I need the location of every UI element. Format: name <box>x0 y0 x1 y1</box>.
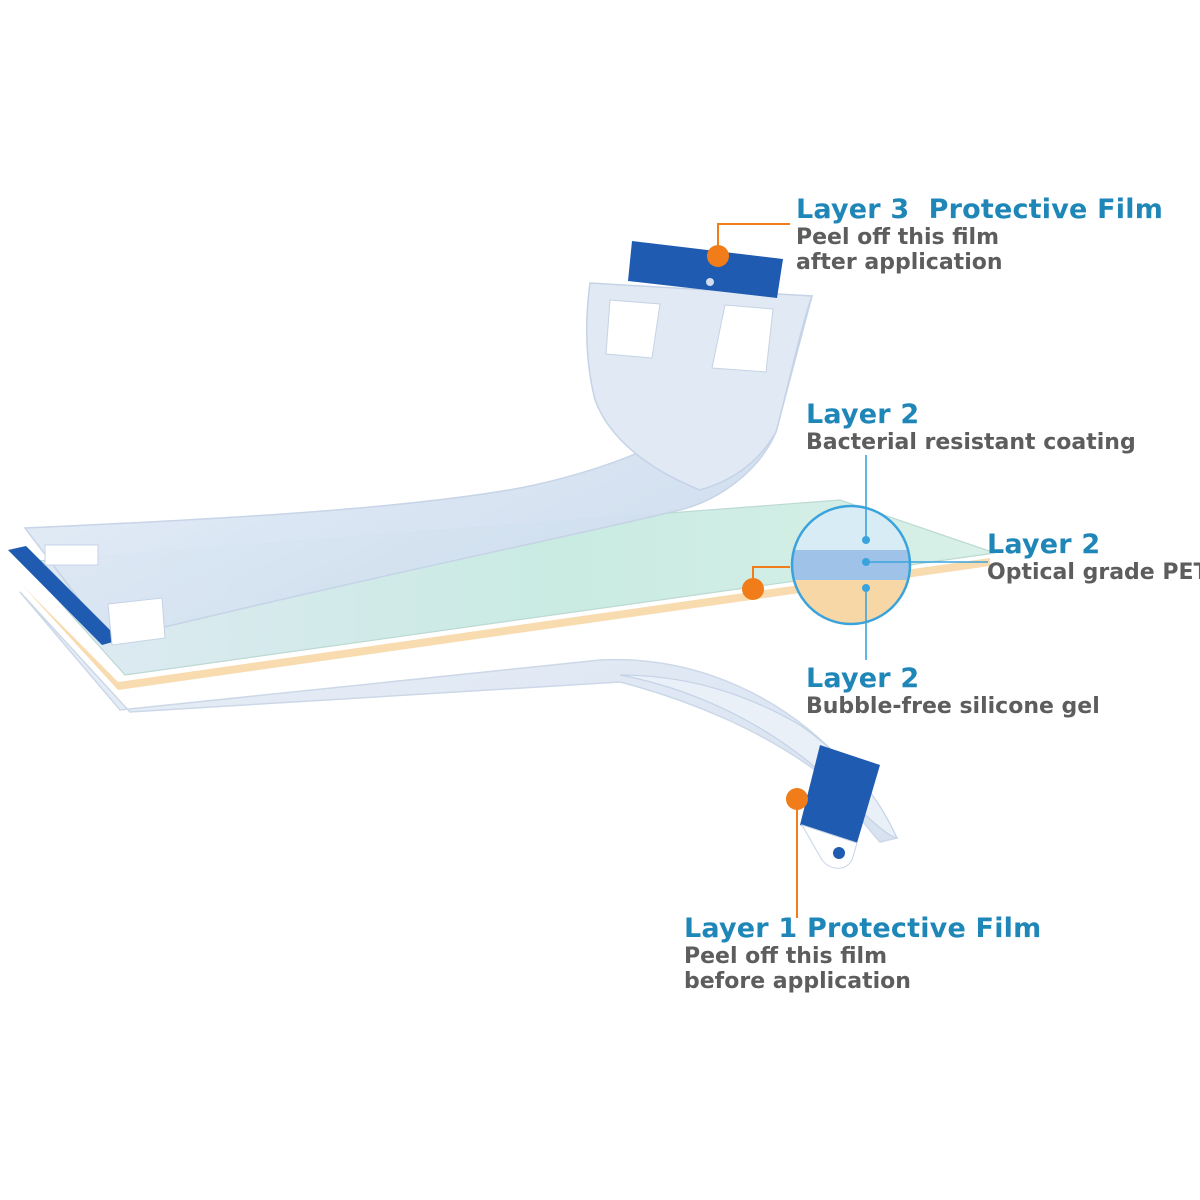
blue-dot-pet <box>862 558 870 566</box>
layer2-pet-title: Layer 2 <box>987 529 1200 560</box>
blue-dot-gel <box>862 584 870 592</box>
orange-dot-pet <box>742 578 764 600</box>
orange-dot-layer3 <box>707 245 729 267</box>
orange-dot-layer1 <box>786 788 808 810</box>
layer2-coating-line1: Bacterial resistant coating <box>806 430 1136 455</box>
blue-dot-coating <box>862 536 870 544</box>
layer2-gel-line1: Bubble-free silicone gel <box>806 694 1100 719</box>
layer3-label: Layer 3 Protective Film Peel off this fi… <box>796 194 1163 276</box>
layer3-line2: after application <box>796 250 1163 275</box>
layer2-gel-label: Layer 2 Bubble-free silicone gel <box>806 663 1100 719</box>
layer2-coating-label: Layer 2 Bacterial resistant coating <box>806 399 1136 455</box>
layer1-label: Layer 1 Protective Film Peel off this fi… <box>684 913 1041 995</box>
layer3-line1: Peel off this film <box>796 225 1163 250</box>
layer2-coating-title: Layer 2 <box>806 399 1136 430</box>
layer2-pet-line1: Optical grade PET <box>987 560 1200 585</box>
layer1-line2: before application <box>684 969 1041 994</box>
layer1-line1: Peel off this film <box>684 944 1041 969</box>
layer3-title: Layer 3 Protective Film <box>796 194 1163 225</box>
layer2-pet-label: Layer 2 Optical grade PET <box>987 529 1200 585</box>
layer1-title: Layer 1 Protective Film <box>684 913 1041 944</box>
layer2-gel-title: Layer 2 <box>806 663 1100 694</box>
